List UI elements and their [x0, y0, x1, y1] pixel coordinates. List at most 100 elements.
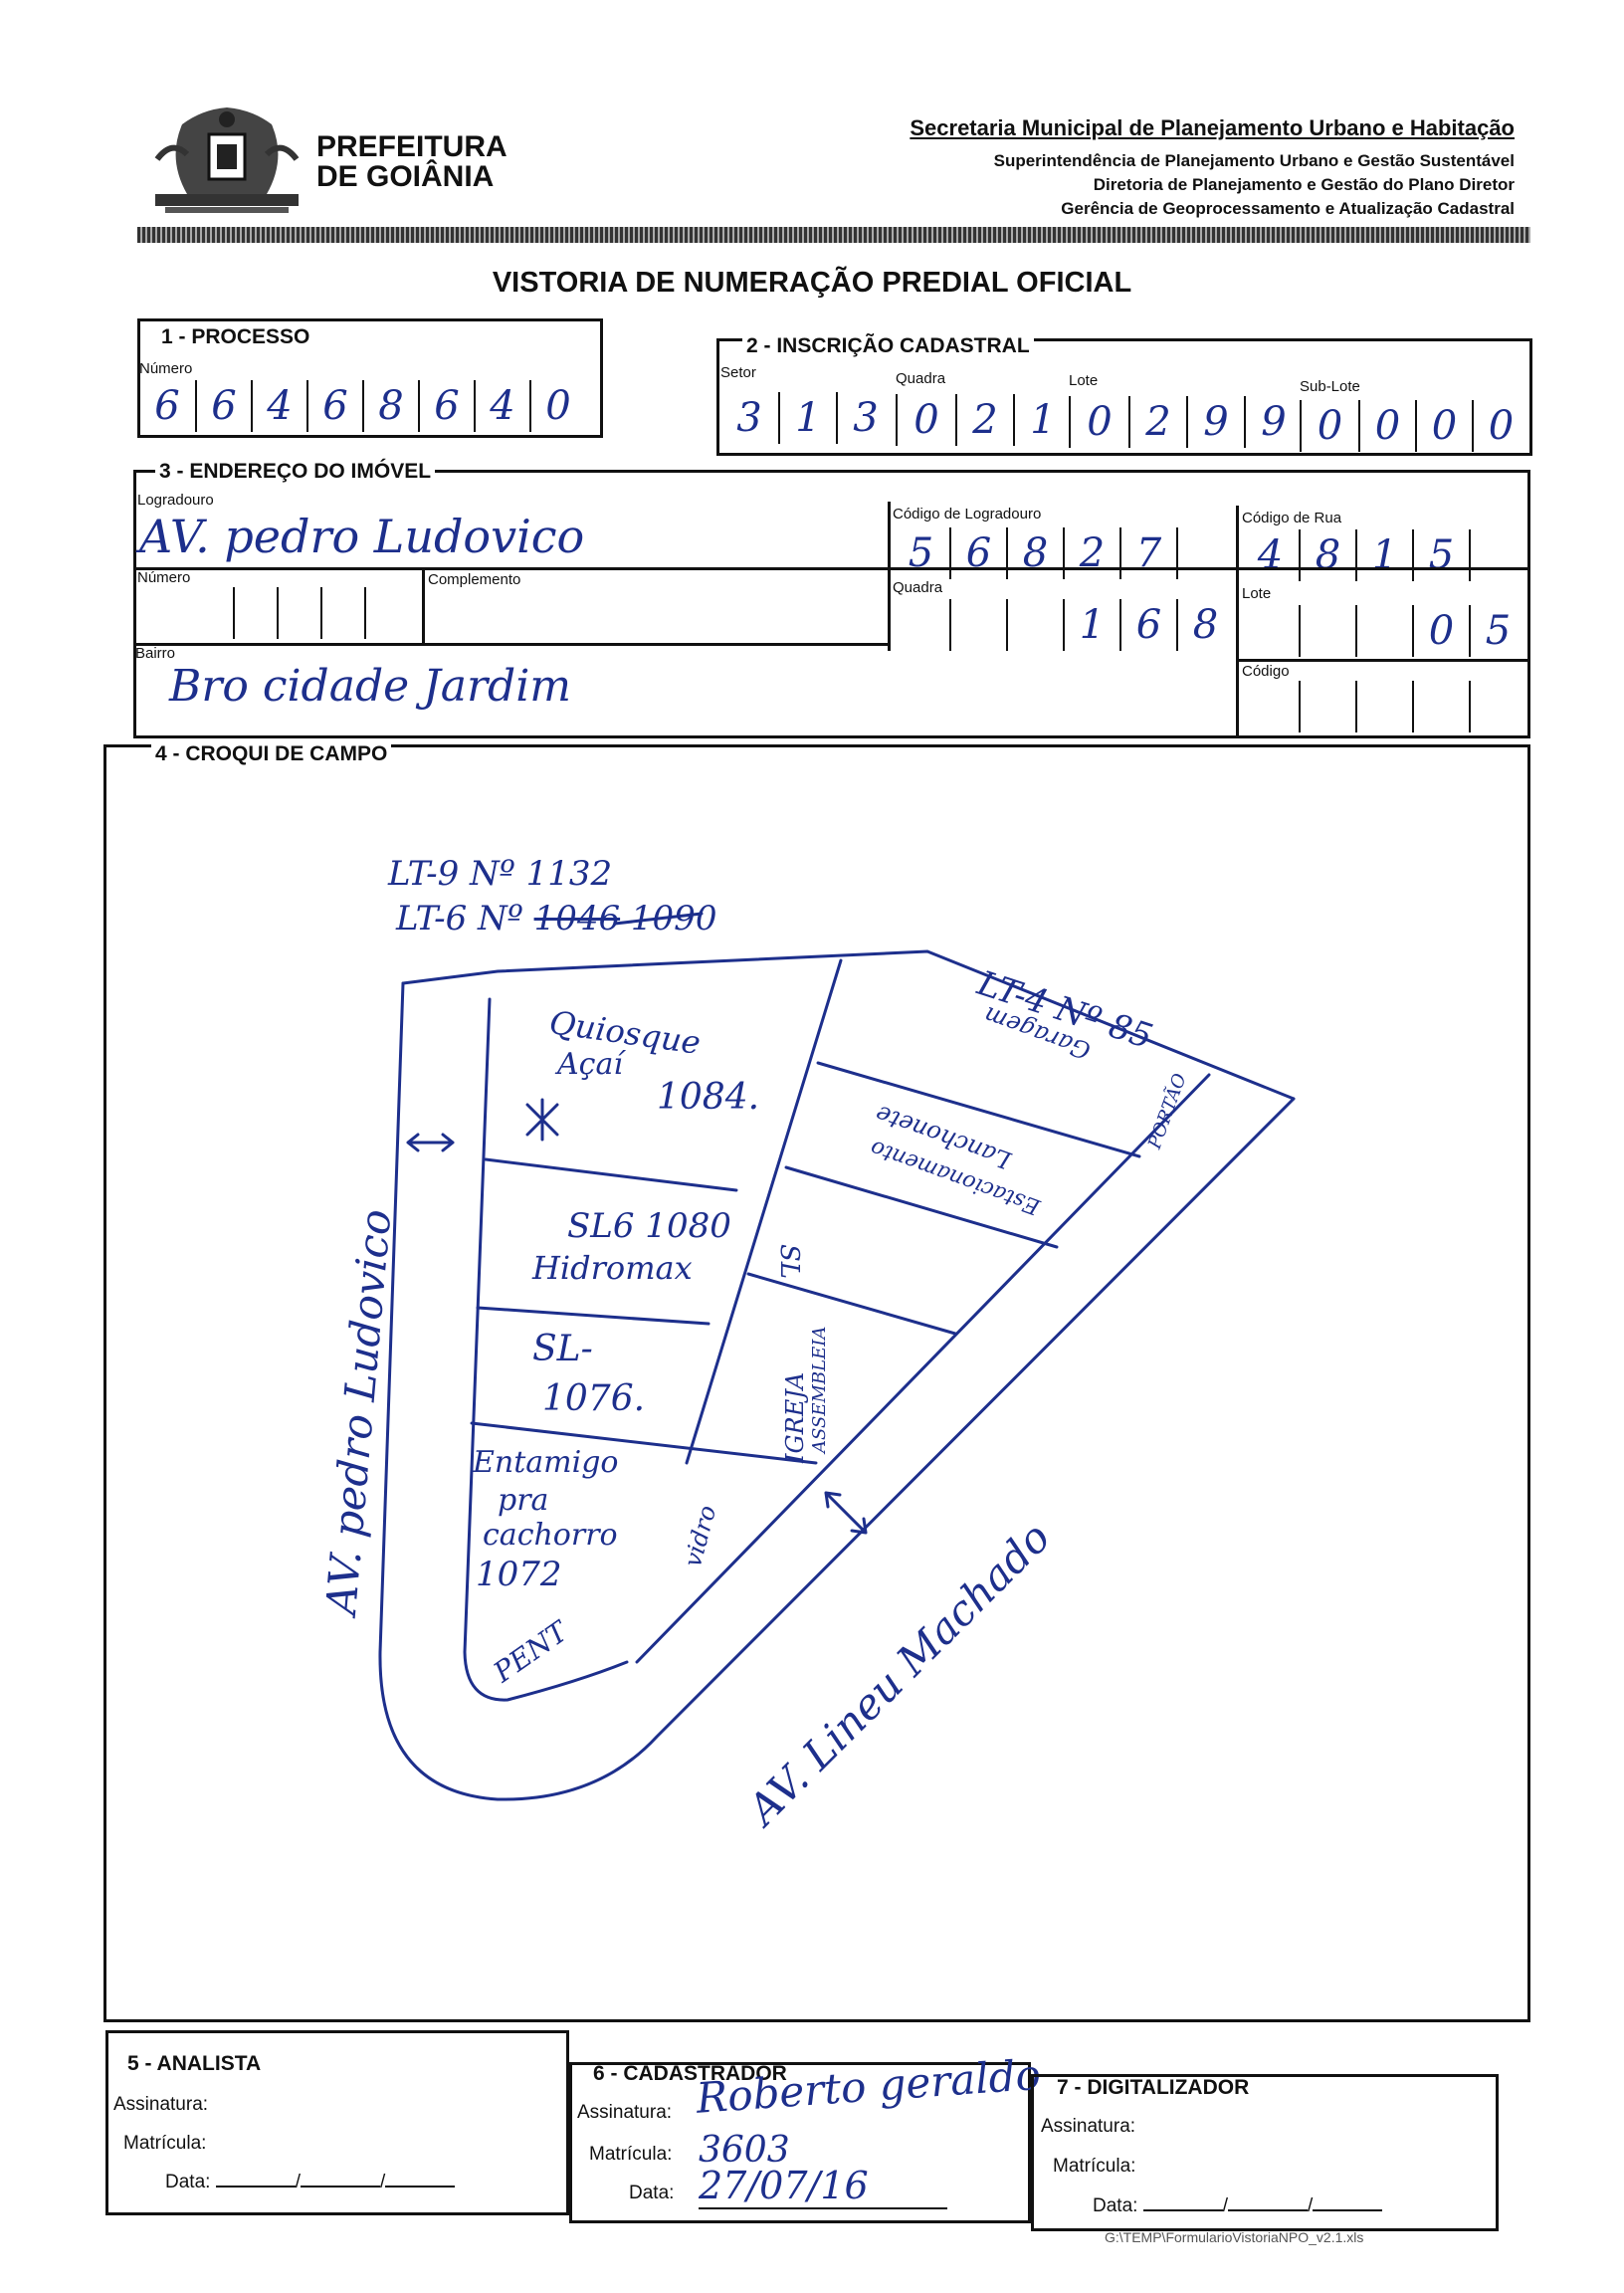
diretoria: Diretoria de Planejamento e Gestão do Pl…: [1093, 175, 1515, 194]
hline-bairro: [133, 643, 890, 646]
cadastrador-matricula: Matrícula:: [589, 2144, 672, 2166]
row-4: [816, 1061, 1141, 1158]
sublote-label: Sub-Lote: [1300, 378, 1360, 395]
org-name: PREFEITURA DE GOIÂNIA: [316, 132, 508, 192]
codigo-cell-4[interactable]: [1469, 681, 1525, 732]
quadra-end-digit-4: 6: [1119, 599, 1176, 651]
setor-digit-2: 3: [836, 392, 894, 444]
vline-codlog: [888, 502, 891, 651]
processo-digit-3: 6: [306, 380, 362, 432]
processo-digit-2: 4: [251, 380, 306, 432]
codigo-cells[interactable]: [1242, 681, 1525, 732]
note-entamigo: Entamigo: [473, 1445, 619, 1480]
footer-file-path: G:\TEMP\FormularioVistoriaNPO_v2.1.xls: [1105, 2229, 1364, 2245]
cadastrador-matricula-label: Matrícula:: [589, 2144, 673, 2165]
processo-digit-1: 6: [195, 380, 251, 432]
note-lt6: LT-6 Nº 1046 1090: [396, 899, 716, 938]
row-2: [476, 1306, 710, 1326]
numero-cell-2[interactable]: [277, 587, 320, 639]
quadra-end-digit-3: 1: [1063, 599, 1119, 651]
lote-end-digit-4: 5: [1469, 605, 1525, 657]
cadastrador-assinatura-label: Assinatura:: [577, 2102, 673, 2123]
digitalizador-assinatura-label: Assinatura:: [1041, 2116, 1136, 2137]
star-mark: [525, 1098, 559, 1142]
cadastrador-data: Data:: [629, 2183, 674, 2204]
lote-insc-digit-0: 0: [1087, 399, 1113, 445]
bairro-label: Bairro: [135, 645, 176, 662]
header-divider: [137, 227, 1530, 243]
cod-rua-digit-3: 5: [1412, 529, 1469, 581]
numero-cell-4[interactable]: [364, 587, 408, 639]
note-cachorro: cachorro: [483, 1518, 618, 1553]
note-lt6-new: 1090: [630, 899, 717, 938]
row-1: [484, 1157, 738, 1192]
cadastrador-data-label: Data:: [629, 2183, 675, 2203]
processo-numero-label: Número: [139, 360, 193, 377]
processo-heading: 1 - PROCESSO: [161, 325, 310, 348]
codigo-cell-1[interactable]: [1299, 681, 1355, 732]
note-igreja: IGREJA: [781, 1371, 809, 1463]
processo-digit-0: 6: [154, 383, 180, 429]
strike: [613, 912, 704, 926]
lote-insc-digit-1: 2: [1128, 396, 1186, 448]
codigo-cell-2[interactable]: [1355, 681, 1412, 732]
numero-cell-3[interactable]: [320, 587, 364, 639]
arrow-left: [406, 1133, 455, 1152]
lote-insc-digit-2: 9: [1186, 396, 1244, 448]
vline-codrua: [1236, 506, 1239, 738]
lote-end-digit-1: [1299, 605, 1355, 657]
sublote-digit-1: 0: [1358, 400, 1415, 452]
analista-assinatura: Assinatura:: [113, 2094, 208, 2116]
codigo-label: Código: [1242, 663, 1290, 680]
numero-cells[interactable]: [189, 587, 408, 639]
processo-digit-6: 4: [474, 380, 529, 432]
inner-curve: [463, 997, 629, 1702]
cadastrador-matricula-value: 3603: [699, 2130, 790, 2171]
cod-rua-digit-2: 1: [1355, 529, 1412, 581]
digitalizador-heading: 7 - DIGITALIZADOR: [1057, 2076, 1250, 2099]
note-hidromax: Hidromax: [532, 1249, 693, 1287]
digitalizador-assinatura: Assinatura:: [1041, 2116, 1135, 2138]
croqui-heading: 4 - CROQUI DE CAMPO: [151, 742, 392, 766]
lote-end-digit-2: [1355, 605, 1412, 657]
vline-complemento: [422, 569, 425, 643]
numero-label: Número: [137, 569, 191, 586]
row-3: [470, 1421, 818, 1465]
top-line: [401, 949, 1296, 1101]
cod-logradouro-label: Código de Logradouro: [893, 506, 1042, 522]
inner-right: [635, 1073, 1211, 1664]
quadra-end-digit-5: 8: [1176, 599, 1233, 651]
cadastrador-heading: 6 - CADASTRADOR: [593, 2062, 787, 2085]
row-6: [746, 1272, 957, 1336]
note-lt6-prefix: LT-6 Nº: [396, 899, 523, 938]
logradouro-label: Logradouro: [137, 492, 214, 509]
processo-digit-4: 8: [362, 380, 418, 432]
note-1072: 1072: [476, 1555, 562, 1594]
inscricao-heading: 2 - INSCRIÇÃO CADASTRAL: [742, 334, 1034, 358]
secretaria: Secretaria Municipal de Planejamento Urb…: [910, 115, 1515, 140]
quadra-insc-digit-0: 0: [914, 397, 939, 443]
analista-heading: 5 - ANALISTA: [127, 2052, 262, 2075]
quadra-insc-digit-1: 2: [955, 394, 1013, 446]
note-lt9: LT-9 Nº 1132: [388, 854, 613, 894]
analista-section: [105, 2030, 569, 2215]
sublote-digit-2: 0: [1415, 400, 1472, 452]
croqui-section: [103, 744, 1530, 2022]
cadastrador-assinatura: Assinatura:: [577, 2102, 672, 2124]
org-name-line2: DE GOIÂNIA: [316, 160, 495, 193]
codigo-cell-3[interactable]: [1412, 681, 1469, 732]
setor-label: Setor: [720, 364, 756, 381]
bairro-value: Bro cidade Jardim: [169, 661, 572, 712]
numero-cell-1[interactable]: [233, 587, 277, 639]
note-1084: 1084.: [657, 1077, 760, 1118]
note-sl: SL-: [532, 1329, 593, 1369]
note-acai: Açaí: [557, 1047, 623, 1082]
